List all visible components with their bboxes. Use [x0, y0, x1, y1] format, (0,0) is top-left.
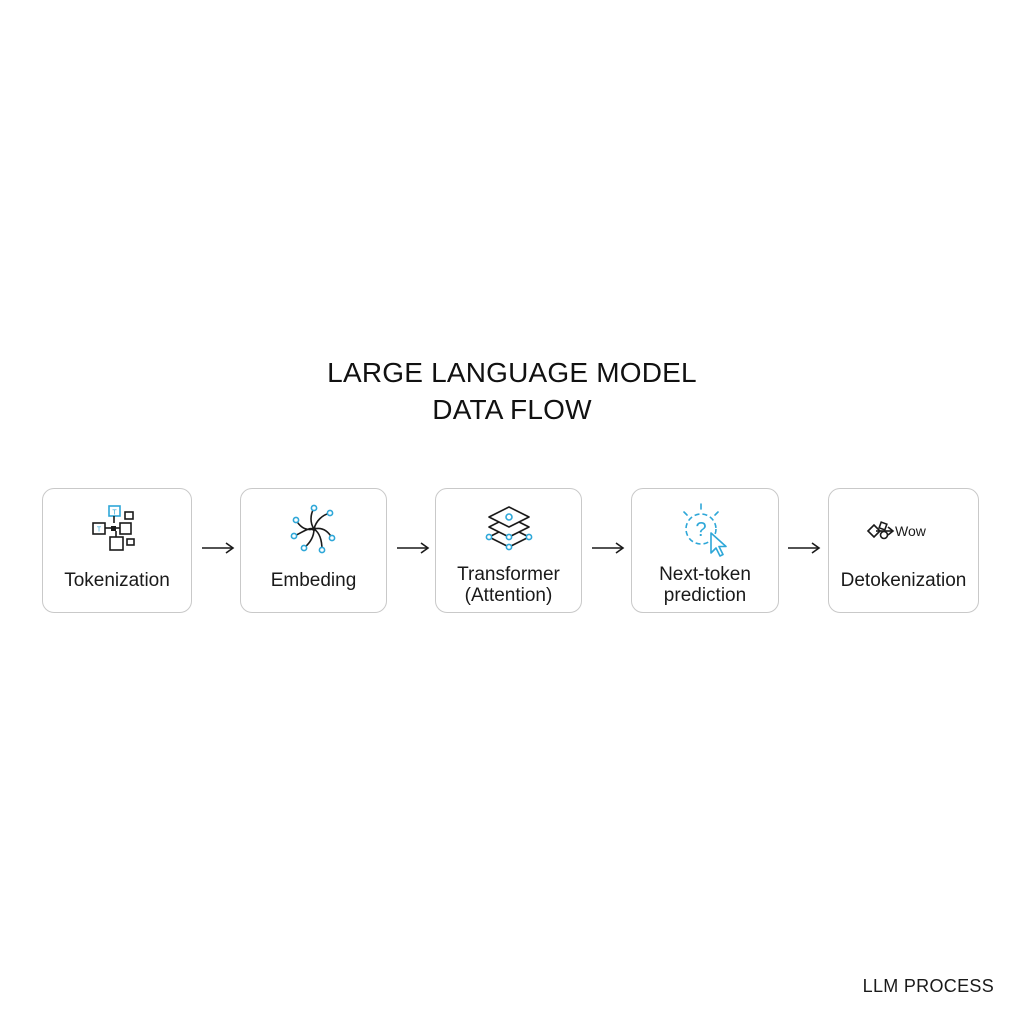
- step-detokenization: Wow Detokenization: [828, 488, 979, 613]
- arrow-right-icon: [592, 542, 625, 554]
- step-label-line-2: (Attention): [464, 585, 553, 606]
- svg-text:T: T: [112, 510, 117, 517]
- title-line-1: LARGE LANGUAGE MODEL: [327, 357, 697, 388]
- step-label: Tokenization: [64, 570, 170, 591]
- step-label-line-2: prediction: [663, 585, 747, 606]
- arrow-right-icon: [788, 542, 821, 554]
- arrow-right-icon: [397, 542, 430, 554]
- question-cursor-icon: ?: [683, 503, 727, 557]
- step-transformer: Transformer (Attention): [435, 488, 582, 613]
- step-label: Embeding: [270, 570, 357, 591]
- step-embedding: Embeding: [240, 488, 387, 613]
- stacked-layers-icon: [485, 506, 532, 551]
- swirl-network-icon: [290, 504, 335, 554]
- step-next-token-prediction: ? Next-token prediction: [631, 488, 779, 613]
- step-label: Next-token prediction: [632, 564, 778, 606]
- step-label-line-1: Next-token: [659, 564, 751, 585]
- diagram-title: LARGE LANGUAGE MODEL DATA FLOW: [0, 354, 1024, 428]
- step-label-line-1: Transformer: [457, 564, 560, 585]
- footer-caption: LLM PROCESS: [862, 976, 994, 996]
- token-blocks-icon: T T: [92, 505, 135, 551]
- step-tokenization: T T Tokenization: [42, 488, 192, 613]
- icon-word-text: Wow: [895, 523, 927, 539]
- step-label: Transformer (Attention): [436, 564, 581, 606]
- svg-text:?: ?: [695, 519, 706, 541]
- arrow-right-icon: [202, 542, 235, 554]
- step-label: Detokenization: [840, 570, 967, 591]
- svg-text:T: T: [97, 527, 102, 534]
- title-line-2: DATA FLOW: [432, 394, 592, 425]
- tokens-to-word-icon: Wow: [866, 521, 927, 540]
